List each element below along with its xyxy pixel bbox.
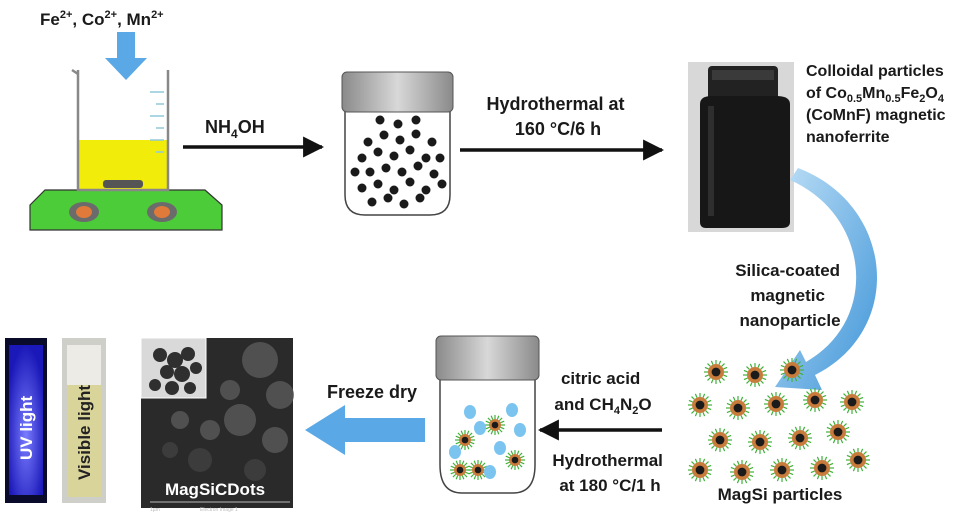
coated-particle-icon xyxy=(764,392,788,416)
nanoparticle-dot xyxy=(427,137,437,147)
carbon-dot-icon xyxy=(506,403,518,417)
coated-particle-icon xyxy=(810,456,834,480)
nanoparticle-dot xyxy=(395,135,405,145)
coating-curve-arrow-icon xyxy=(775,168,877,390)
coated-particle-icon xyxy=(770,458,794,482)
nanoparticle-dot xyxy=(435,153,445,163)
coated-particle-icon xyxy=(704,360,728,384)
colloid-label: Colloidal particles of Co0.5Mn0.5Fe2O4 (… xyxy=(806,63,950,146)
sem-image: MagSiCDots 1µm Electron Image 1 xyxy=(140,337,294,513)
freeze-dry-label: Freeze dry xyxy=(327,382,417,402)
coated-particle-icon xyxy=(688,393,712,417)
nanoparticle-dot xyxy=(405,145,415,155)
nanoparticle-dot xyxy=(383,193,393,203)
nanoparticle-dot xyxy=(397,167,407,177)
vial-lid xyxy=(341,71,454,113)
nanoparticle-dot xyxy=(373,147,383,157)
colloid-vial-photo xyxy=(688,62,794,232)
carbon-dot-icon xyxy=(494,441,506,455)
carbon-dot-icon xyxy=(474,421,486,435)
coated-particle-icon xyxy=(708,428,732,452)
beaker-on-hotplate xyxy=(29,68,223,231)
freeze-dry-arrow-icon xyxy=(305,405,425,455)
coated-particle-icon xyxy=(748,430,772,454)
magsi-particle-cluster xyxy=(688,358,870,484)
nanoparticle-dot xyxy=(389,185,399,195)
nanoparticle-dot xyxy=(429,169,439,179)
nanoparticle-dot xyxy=(413,161,423,171)
coated-particle-icon xyxy=(840,390,864,414)
vial-carbon-dots xyxy=(435,335,540,494)
coated-particle-icon xyxy=(730,460,754,484)
coated-particle-icon xyxy=(780,358,804,382)
nanoparticle-dot xyxy=(367,197,377,207)
uv-label: UV light xyxy=(17,395,36,460)
coated-particle-icon xyxy=(468,460,488,480)
carbon-dot-icon xyxy=(464,405,476,419)
nanoparticle-dot xyxy=(411,129,421,139)
nanoparticle-dot xyxy=(393,119,403,129)
nanoparticle-dot xyxy=(389,151,399,161)
coated-particle-icon xyxy=(826,420,850,444)
nanoparticle-dot xyxy=(421,185,431,195)
step2-label: Hydrothermal at 160 °C/6 h xyxy=(486,94,629,139)
visible-cuvette: Visible light xyxy=(62,338,106,503)
vial-nanoparticles xyxy=(341,71,454,216)
nanoparticle-dot xyxy=(365,167,375,177)
sem-scale: 1µm xyxy=(150,507,160,513)
coated-particle-icon xyxy=(803,388,827,412)
coated-particle-icon xyxy=(505,450,525,470)
carbon-dot-icon xyxy=(514,423,526,437)
coated-particle-icon xyxy=(743,363,767,387)
nanoparticle-dot xyxy=(379,130,389,140)
coated-particle-icon xyxy=(726,396,750,420)
step3-conditions: Hydrothermal at 180 °C/1 h xyxy=(552,451,667,495)
stir-bar xyxy=(103,180,143,188)
nanoparticle-dot xyxy=(381,163,391,173)
nanoparticle-dot xyxy=(373,179,383,189)
nanoparticle-dot xyxy=(411,115,421,125)
hotplate xyxy=(29,189,223,231)
coated-particle-icon xyxy=(788,426,812,450)
nanoparticle-dot xyxy=(405,177,415,187)
nanoparticle-dot xyxy=(399,199,409,209)
sem-label: MagSiCDots xyxy=(165,480,265,499)
coated-particle-icon xyxy=(450,460,470,480)
nanoparticle-dot xyxy=(350,167,360,177)
uv-cuvette: UV light xyxy=(5,338,47,503)
vial-lid xyxy=(435,335,540,381)
nanoparticle-dot xyxy=(415,193,425,203)
nanoparticle-dot xyxy=(363,137,373,147)
nanoparticle-dot xyxy=(437,179,447,189)
nanoparticle-dot xyxy=(421,153,431,163)
magsi-label: MagSi particles xyxy=(718,485,843,504)
step1-reagent: NH4OH xyxy=(205,117,265,141)
coated-particle-icon xyxy=(485,415,505,435)
nanoparticle-dot xyxy=(357,183,367,193)
visible-label: Visible light xyxy=(75,385,94,480)
coated-particle-icon xyxy=(846,448,870,472)
nanoparticle-dot xyxy=(357,153,367,163)
nanoparticle-dot xyxy=(375,115,385,125)
coated-particle-icon xyxy=(688,458,712,482)
sem-caption: Electron Image 1 xyxy=(200,507,238,513)
ions-label: Fe2+, Co2+, Mn2+ xyxy=(40,9,164,29)
silica-label: Silica-coated magnetic nanoparticle xyxy=(735,261,845,330)
step3-reagents: citric acid and CH4N2O xyxy=(554,369,651,417)
addition-arrow-icon xyxy=(105,32,147,80)
carbon-dot-icon xyxy=(484,465,496,479)
carbon-dot-icon xyxy=(449,445,461,459)
